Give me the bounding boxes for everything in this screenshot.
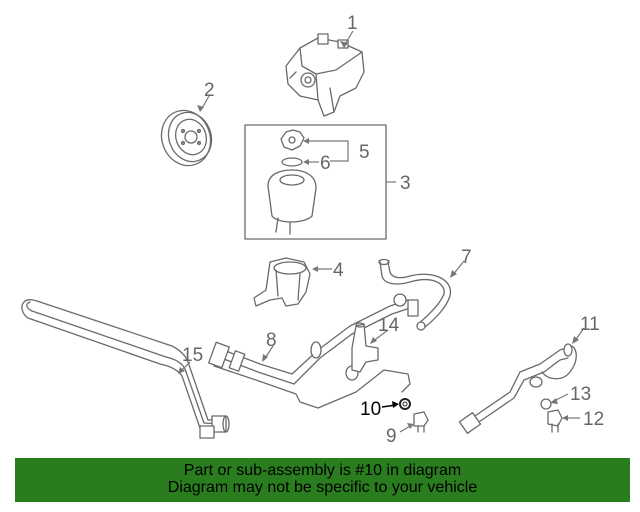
cooler-loop-part-15 — [21, 299, 230, 439]
label-part-10: 10 — [360, 399, 381, 420]
pump-part-1 — [285, 33, 365, 117]
label-part-11: 11 — [580, 314, 600, 335]
label-part-14: 14 — [378, 315, 400, 336]
label-part-1: 1 — [347, 13, 358, 34]
label-part-2: 2 — [204, 80, 215, 101]
label-part-9: 9 — [386, 426, 397, 447]
label-part-6: 6 — [320, 153, 331, 174]
cap-part-5 — [280, 129, 305, 151]
label-part-3: 3 — [400, 173, 411, 194]
label-part-13: 13 — [570, 384, 591, 405]
label-part-8: 8 — [266, 330, 277, 351]
banner-line-1: Part or sub-assembly is #10 in diagram — [183, 462, 462, 479]
bolt-part-9 — [413, 411, 429, 433]
label-part-5: 5 — [359, 142, 370, 163]
hose-part-7 — [378, 258, 452, 331]
banjo-bolt-part-12 — [547, 409, 563, 433]
label-part-7: 7 — [461, 247, 472, 268]
label-part-4: 4 — [333, 260, 344, 281]
pressure-line-part-8 — [208, 293, 419, 409]
banner-line-2: Diagram may not be specific to your vehi… — [167, 479, 478, 496]
label-part-15: 15 — [182, 345, 203, 366]
o-ring-part-10 — [399, 398, 411, 410]
fitting-part-14 — [351, 322, 379, 373]
line-part-11 — [458, 343, 577, 434]
bracket-part-4 — [253, 257, 311, 307]
label-part-12: 12 — [583, 409, 604, 430]
reservoir-body — [267, 169, 317, 235]
seal-part-6 — [281, 157, 303, 167]
pulley-part-2 — [160, 109, 213, 167]
info-banner: Part or sub-assembly is #10 in diagram D… — [15, 458, 630, 502]
washer-part-13 — [540, 398, 552, 410]
